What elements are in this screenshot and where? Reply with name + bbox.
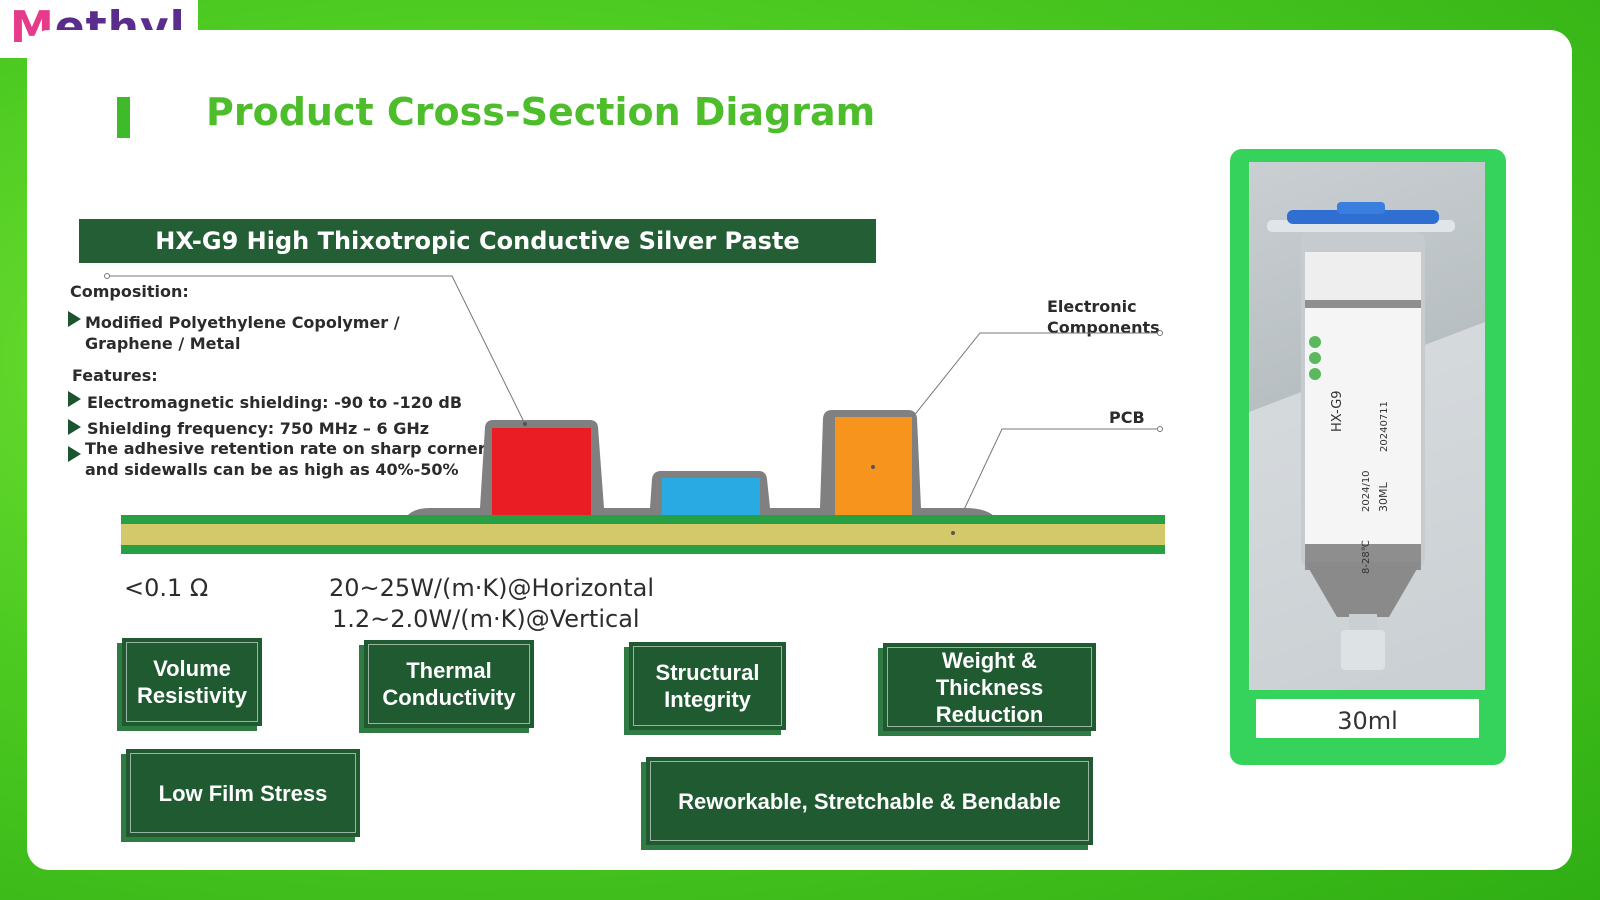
structural-label-2: Integrity [664, 687, 751, 712]
thermal-vertical-value: 1.2~2.0W/(m·K)@Vertical [332, 605, 640, 633]
weight-label-2: Thickness [935, 674, 1044, 700]
label-pcb: PCB [1109, 408, 1145, 427]
features-heading: Features: [72, 366, 158, 385]
weight-label-3: Reduction [935, 701, 1044, 727]
feature-retention-line-1: The adhesive retention rate on sharp cor… [85, 439, 496, 458]
low-film-stress-box: Low Film Stress [126, 749, 360, 837]
composition-line-1: Modified Polyethylene Copolymer / [85, 313, 400, 332]
bullet-triangle-icon [68, 446, 81, 462]
composition-line-2: Graphene / Metal [85, 334, 241, 353]
reworkable-label: Reworkable, Stretchable & Bendable [678, 788, 1061, 814]
structural-label-1: Structural [655, 660, 760, 685]
syringe-date-1: 2024/10 [1361, 470, 1372, 512]
product-photo: HX-G9 30ML 2024/10 20240711 8-28℃ [1249, 162, 1485, 690]
weight-label-1: Weight & [942, 647, 1037, 673]
thermal-label-2: Conductivity [382, 685, 516, 710]
bullet-triangle-icon [68, 311, 81, 327]
title-accent-bar [117, 97, 130, 138]
low-film-label: Low Film Stress [158, 780, 328, 806]
product-name-banner: HX-G9 High Thixotropic Conductive Silver… [79, 219, 876, 263]
thermal-label-1: Thermal [406, 658, 492, 683]
feature-shielding: Electromagnetic shielding: -90 to -120 d… [87, 393, 463, 412]
reworkable-box: Reworkable, Stretchable & Bendable [646, 757, 1093, 845]
page-title: Product Cross-Section Diagram [206, 90, 876, 134]
syringe-illustration: HX-G9 30ML 2024/10 20240711 8-28℃ [1249, 202, 1485, 690]
label-electronic: Electronic [1047, 297, 1137, 316]
composition-heading: Composition: [70, 282, 189, 301]
volume-label-2: Resistivity [136, 683, 248, 708]
bullet-triangle-icon [68, 419, 81, 435]
thermal-horizontal-value: 20~25W/(m·K)@Horizontal [329, 574, 655, 602]
label-components: Components [1047, 318, 1160, 337]
feature-retention-line-2: and sidewalls can be as high as 40%-50% [85, 460, 459, 479]
syringe-date-2: 20240711 [1379, 401, 1390, 452]
bullet-triangle-icon [68, 391, 81, 407]
volume-label-1: Volume [153, 656, 231, 681]
volume-label: 30ml [1256, 699, 1479, 738]
syringe-volume-text: 30ML [1377, 482, 1390, 512]
syringe-temp: 8-28℃ [1361, 540, 1372, 574]
resistivity-value: <0.1 Ω [124, 574, 209, 602]
syringe-model-text: HX-G9 [1330, 390, 1345, 432]
feature-frequency: Shielding frequency: 750 MHz – 6 GHz [87, 419, 430, 438]
